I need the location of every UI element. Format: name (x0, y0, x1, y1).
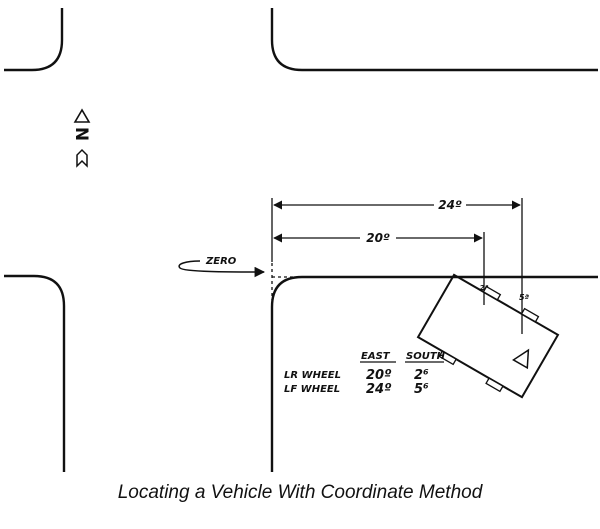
label-lr-south: 2ª (480, 284, 489, 292)
wheel-rf (485, 377, 504, 393)
zero-leader (178, 260, 266, 278)
label-lf-east: 24º (438, 198, 462, 212)
street-curbs (4, 8, 598, 472)
north-arrow: N (71, 108, 91, 168)
curb-northwest (4, 8, 64, 72)
wheel-rr (438, 350, 458, 366)
zero-label: ZERO (205, 256, 237, 267)
label-lr-east: 20º (366, 231, 390, 245)
label-gap-lr (360, 230, 396, 244)
curb-northeast (270, 8, 598, 72)
north-arrow-triangle (73, 108, 91, 123)
table-row-lf-south: 5⁶ (414, 382, 429, 397)
label-gap-lf (434, 197, 466, 211)
table-header-east: EAST (361, 351, 391, 362)
zero-reference: ZERO (178, 256, 302, 300)
curb-southeast (270, 275, 598, 472)
table-row-lr-south: 2⁶ (414, 368, 429, 383)
table-row-lf-east: 24º (366, 382, 392, 397)
north-arrow-tail (76, 148, 88, 168)
table-row-lr-east: 20º (366, 368, 392, 383)
vehicle-body (416, 273, 560, 399)
north-letter: N (71, 127, 91, 141)
table-row-lf-label: LF WHEEL (284, 384, 340, 395)
wheel-lr (482, 285, 502, 301)
coordinate-table: EAST SOUTH LR WHEEL 20º 2⁶ LF WHEEL 24º … (284, 351, 446, 397)
dimension-lines (271, 198, 523, 334)
label-lf-south: 5ª (519, 293, 530, 302)
vehicle-front-marker (512, 348, 530, 370)
wheel-lf (520, 307, 540, 323)
vehicle (416, 273, 560, 399)
figure-caption: Locating a Vehicle With Coordinate Metho… (117, 482, 483, 503)
table-header-south: SOUTH (406, 351, 446, 362)
table-row-lr-label: LR WHEEL (284, 370, 341, 381)
curb-southwest (4, 274, 66, 472)
